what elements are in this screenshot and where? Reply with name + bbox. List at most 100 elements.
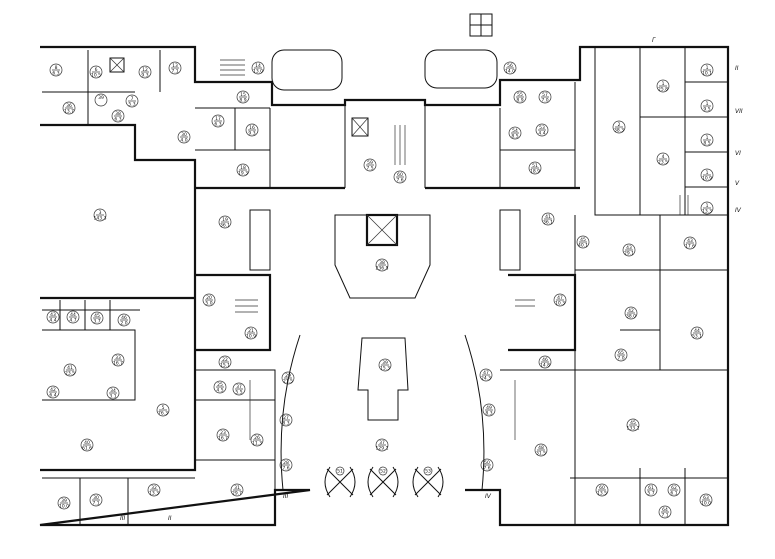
room-number: 1 [706,170,709,176]
room-label: 39 [94,93,108,107]
room-area: 53.1 [692,334,702,340]
room-label-circle [117,313,131,327]
room-label: 534.4 [535,123,549,137]
room-area: 8.3 [485,411,492,417]
room-label-circle [700,133,714,147]
room-area: 7.6 [483,466,490,472]
room-label-circle [244,326,258,340]
room-number: 33 [115,355,121,361]
room-label-circle [111,353,125,367]
room-number: 28 [283,460,289,466]
room-number: 57 [542,92,548,98]
room-label-circle [700,99,714,113]
room-area: 8.9 [239,98,246,104]
room-label: 176.3 [211,114,225,128]
room-area: 38.3 [614,128,624,134]
room-label-circle [503,61,517,75]
room-label-circle [480,458,494,472]
room-label: 610.5 [89,65,103,79]
room-area: 14.8 [540,363,550,369]
room-number: 45 [94,313,100,319]
room-number: 43 [687,238,693,244]
room-area: 8.9 [516,98,523,104]
axis-label: II [735,65,739,72]
room-label-circle [93,208,107,222]
room-label: 423.5 [656,152,670,166]
room-label: 607.6 [393,170,407,184]
room-area: 9.5 [703,107,710,113]
room-number: 46 [121,315,127,321]
room-label: 110.9 [700,168,714,182]
room-label-circle [700,201,714,215]
room-label: 18.5 [700,133,714,147]
room-number: 23 [220,430,226,436]
room-number: 47 [557,295,563,301]
room-number: 1 [706,101,709,107]
axis-label: II [168,515,172,522]
room-label: 615.7 [644,483,658,497]
room-label-circle [236,90,250,104]
room-area: 4.0 [180,138,187,144]
room-label-circle [213,380,227,394]
room-area: 10.5 [91,73,101,79]
room-area: 7.6 [282,466,289,472]
door-number: 51 [337,469,343,475]
room-area: 5.3 [128,102,135,108]
room-area: 10.1 [702,71,712,77]
room-area: 2.0 [120,321,127,327]
room-number: 64 [662,507,668,513]
revolving-door: 53 [412,466,444,498]
room-area: 13.3 [149,491,159,497]
room-number: 30 [93,495,99,501]
room-label-circle [125,94,139,108]
room-area: 7.5 [366,166,373,172]
room-number: 41 [67,365,73,371]
room-number: 37 [236,384,242,390]
room-label-circle [211,114,225,128]
axis-label: V [735,180,740,187]
room-number: 43 [50,312,56,318]
room-label-circle [63,363,77,377]
room-label-circle [281,371,295,385]
room-number: 3 [99,210,102,216]
room-label-circle [156,403,170,417]
room-number: 47 [483,370,489,376]
room-area: 40.1 [578,243,588,249]
revolving-door: 52 [367,466,399,498]
room-label-circle [232,382,246,396]
room-number: 48 [538,445,544,451]
room-label-circle [624,306,638,320]
room-label-circle [216,428,230,442]
door-number: 53 [425,469,431,475]
room-number: 5 [162,405,165,411]
orientation-marker [469,13,493,37]
room-area: 23.5 [65,371,75,377]
room-area: 31.5 [536,451,546,457]
room-label: 558.9 [513,90,527,104]
room-number: 1 [706,135,709,141]
room-area: 24.3 [481,376,491,382]
room-label: 657.0 [614,348,628,362]
room-label-circle [538,90,552,104]
room-area: 7.1 [171,69,178,75]
room-number: 45 [630,420,636,426]
axis-label: Г [652,37,656,44]
room-area: 8.3 [282,421,289,427]
room-number: 54 [512,128,518,134]
room-area: 61.6 [82,446,92,452]
room-label-circle [202,293,216,307]
room-label: 307.1 [89,493,103,507]
room-label-circle [250,433,264,447]
room-area: 8.5 [703,141,710,147]
